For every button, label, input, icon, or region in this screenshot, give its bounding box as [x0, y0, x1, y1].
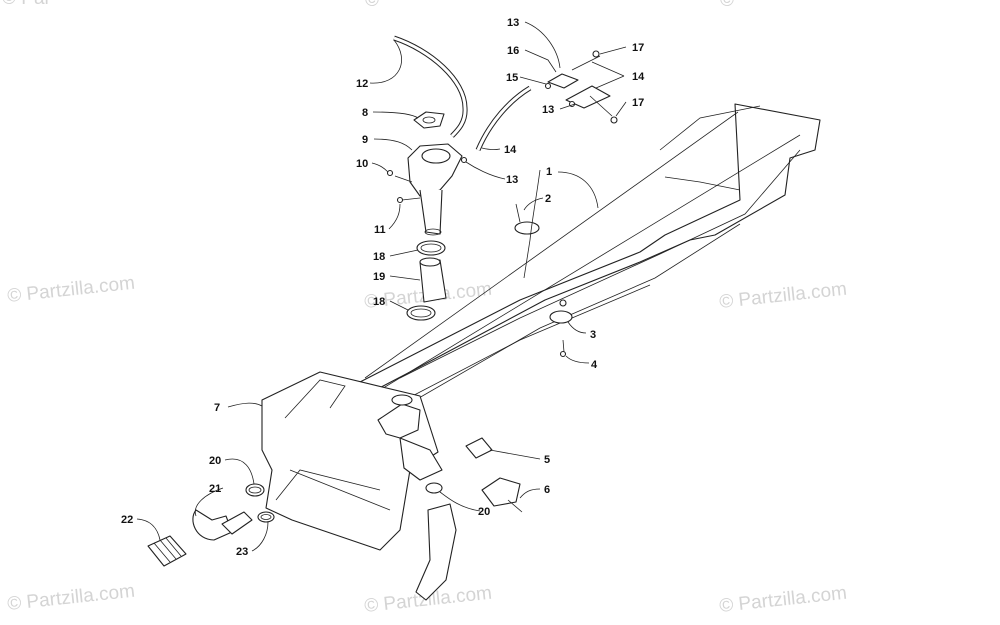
vent-hose-part-14 [475, 85, 532, 151]
watermark: © Partzilla.com [718, 583, 848, 617]
callout-10: 10 [356, 158, 368, 170]
callout-4: 4 [591, 359, 598, 371]
clamp-part-18-top [416, 240, 446, 256]
callout-14: 14 [504, 144, 517, 156]
leader-lines [136, 21, 627, 552]
callout-14: 14 [632, 71, 645, 83]
callout-22: 22 [121, 514, 133, 526]
watermark-top: © [365, 0, 379, 11]
bracket-part-5 [465, 437, 493, 459]
callout-13: 13 [542, 104, 554, 116]
coupler-part-22 [147, 535, 187, 567]
callout-12: 12 [356, 78, 368, 90]
screw-part-4 [559, 339, 567, 358]
callout-9: 9 [362, 134, 368, 146]
watermark: © Partzilla.com [6, 581, 136, 615]
callouts: 1 2 3 4 5 6 7 8 9 10 11 12 13 13 13 14 1… [121, 17, 645, 558]
callout-16: 16 [507, 45, 519, 57]
callout-23: 23 [236, 546, 248, 558]
watermark: © Partzilla.com [6, 273, 136, 307]
heat-exchanger-part-1 [359, 103, 821, 406]
callout-20: 20 [209, 455, 221, 467]
callout-18: 18 [373, 296, 385, 308]
callout-1: 1 [546, 166, 552, 178]
callout-21: 21 [209, 483, 221, 495]
filler-neck-part-9 [386, 143, 463, 236]
callout-7: 7 [214, 402, 220, 414]
callout-6: 6 [544, 484, 550, 496]
callout-8: 8 [362, 107, 368, 119]
elbow-part-21 [192, 509, 253, 541]
callout-17: 17 [632, 97, 644, 109]
watermark: © Partzilla.com [718, 279, 848, 313]
callout-2: 2 [545, 193, 551, 205]
hose-part-19 [419, 257, 447, 303]
flap-part-6 [481, 477, 523, 513]
callout-17: 17 [632, 42, 644, 54]
callout-13: 13 [507, 17, 519, 29]
plug-part-2 [514, 203, 540, 235]
watermark-top: © [720, 0, 734, 11]
outlet-hose [415, 503, 457, 601]
corner-watermark: © Par [2, 0, 52, 9]
callout-13: 13 [506, 174, 518, 186]
clamp-part-18-bottom [406, 305, 436, 321]
callout-20: 20 [478, 506, 490, 518]
callout-19: 19 [373, 271, 385, 283]
callout-3: 3 [590, 329, 596, 341]
callout-11: 11 [374, 224, 386, 236]
clamp-part-20-right [425, 482, 443, 494]
clamp-part-20-left [245, 483, 265, 497]
callout-15: 15 [506, 72, 518, 84]
callout-5: 5 [544, 454, 550, 466]
clamp-part-23 [257, 511, 275, 523]
gasket-part-8 [413, 111, 445, 129]
cooler-part-7 [261, 371, 443, 551]
overflow-hose-part-12 [393, 35, 468, 138]
grommet-part-3 [549, 299, 573, 324]
callout-18: 18 [373, 251, 385, 263]
valve-hardware [460, 50, 618, 164]
